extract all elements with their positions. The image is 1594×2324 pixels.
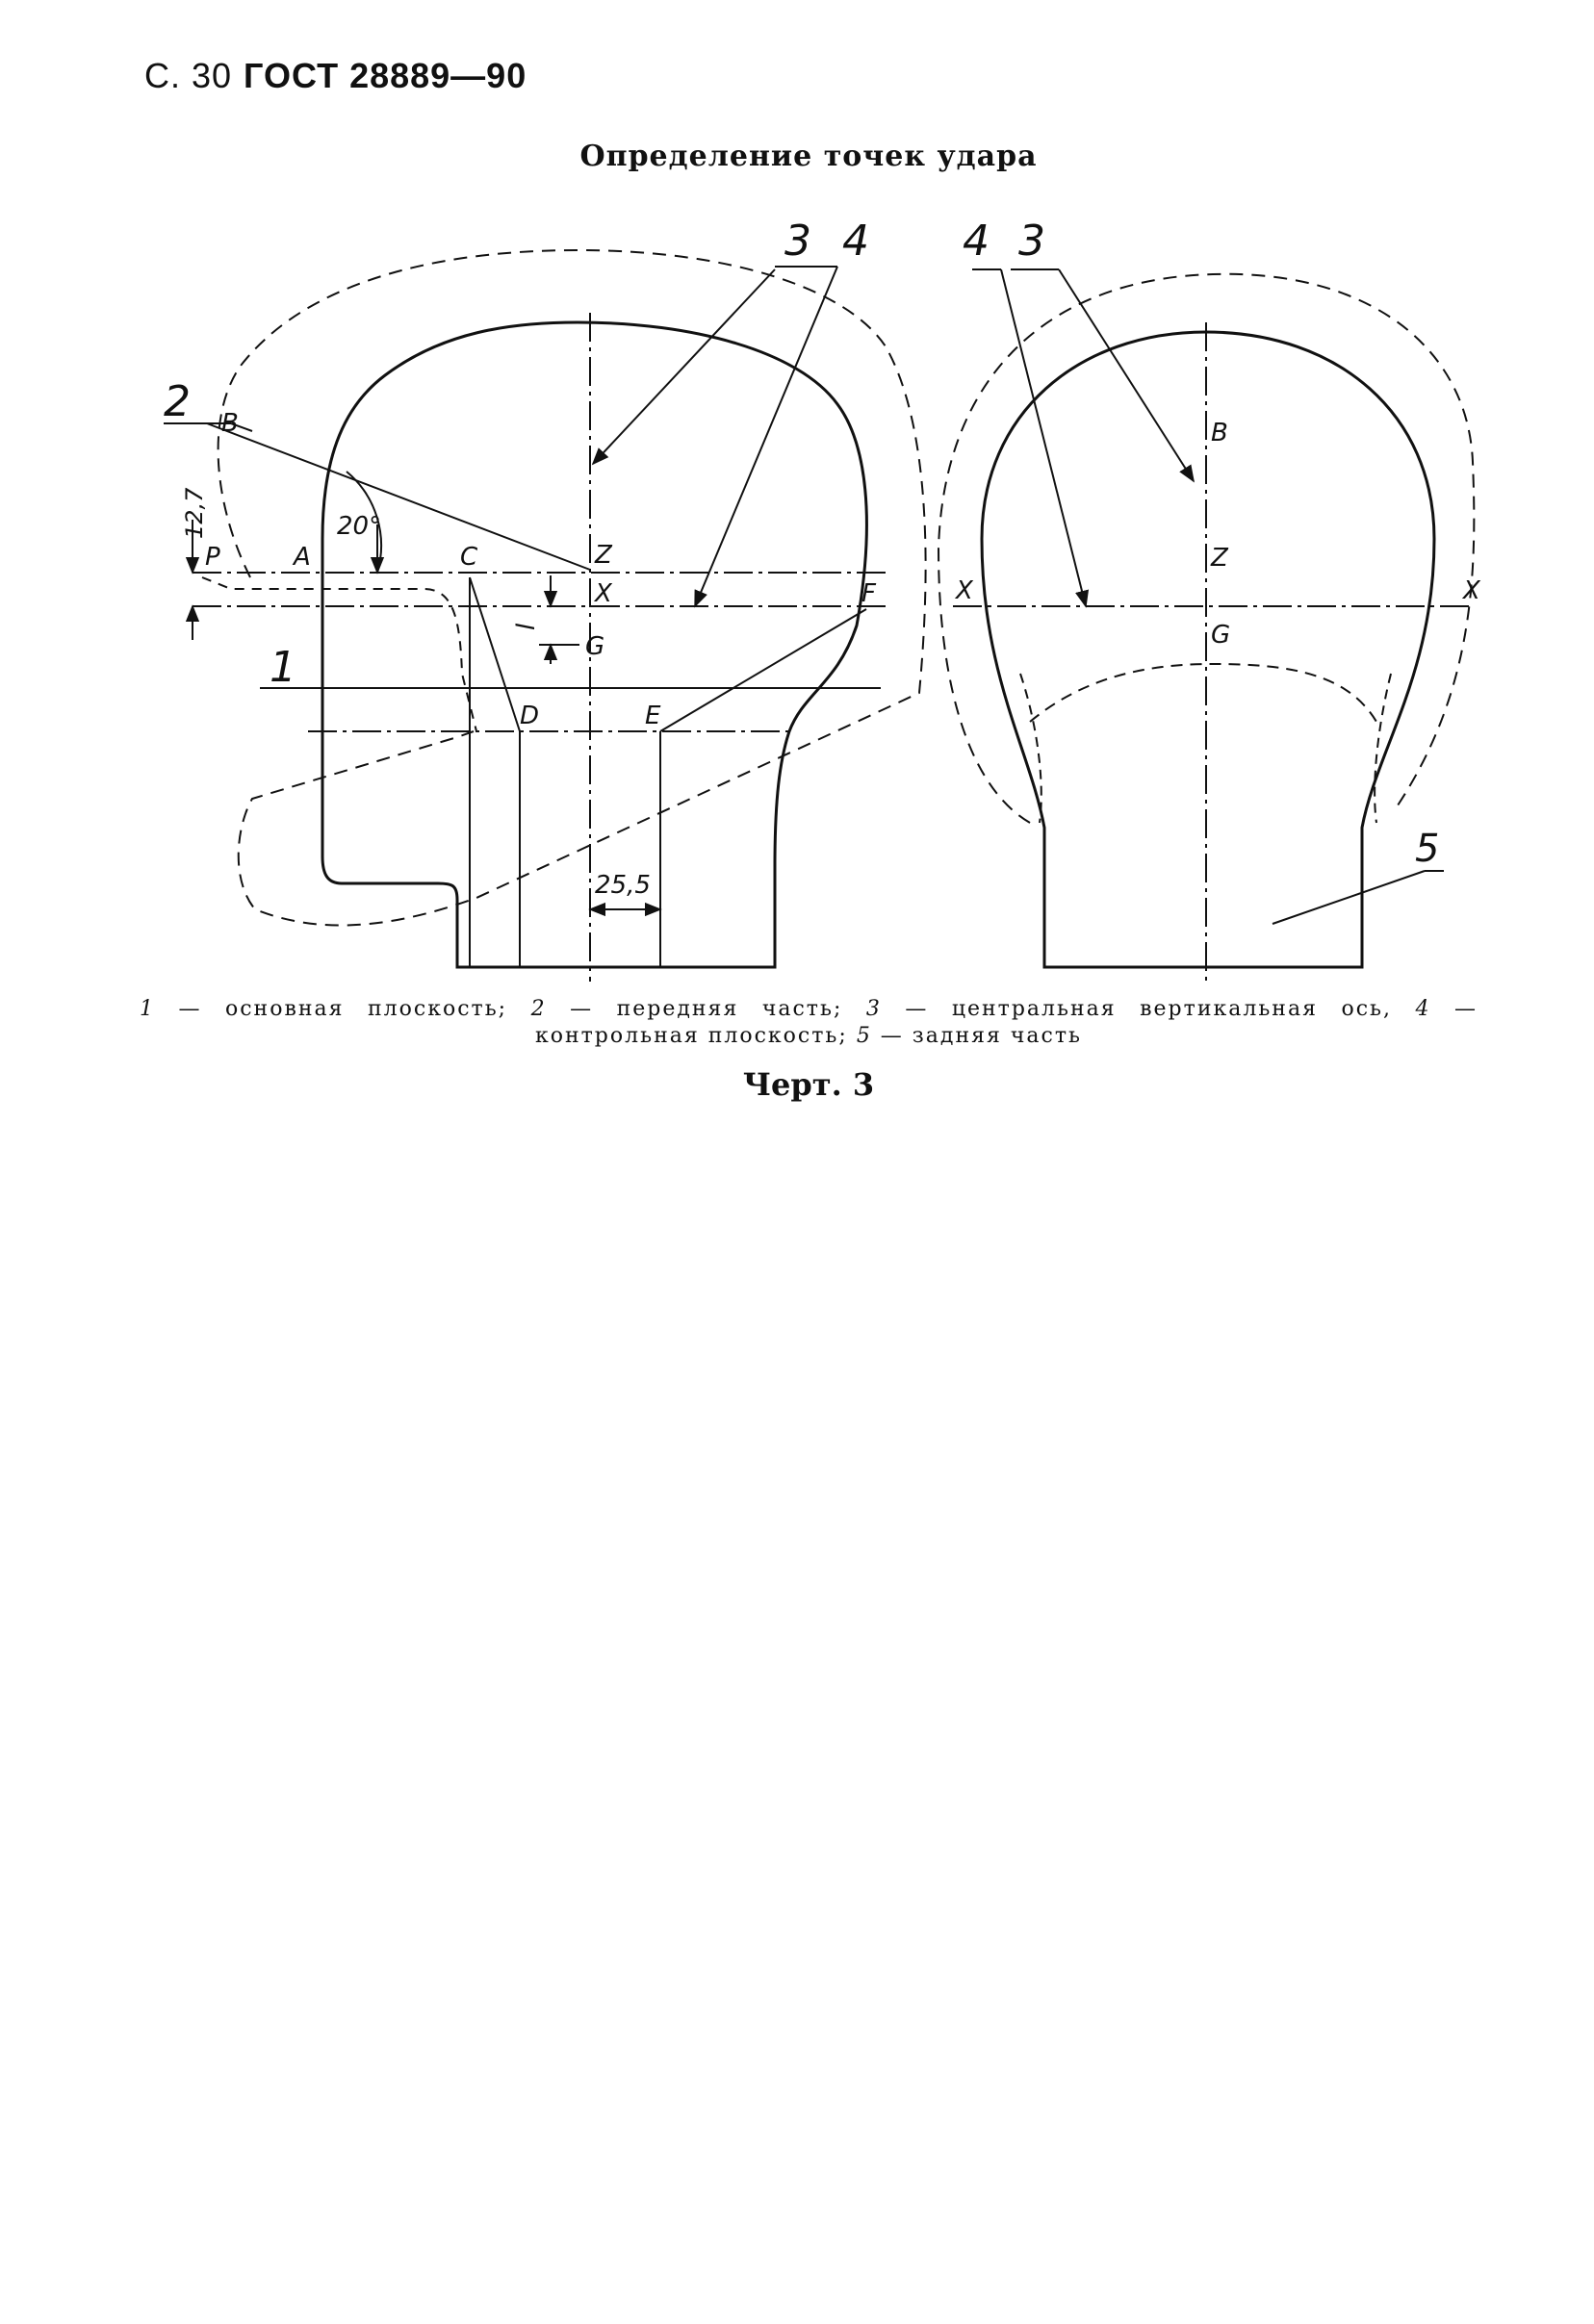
technical-drawing: 2 1 3 4 B P A C Z X G F D E 12,7 20° l 2… bbox=[164, 217, 1481, 986]
right-callout-3: 3 bbox=[1018, 217, 1045, 266]
left-helmet-visor bbox=[201, 576, 477, 732]
label-A: A bbox=[292, 543, 311, 572]
legend-num-4: 4 bbox=[1415, 997, 1431, 1021]
callout-3: 3 bbox=[784, 217, 811, 266]
right-label-X-left: X bbox=[954, 576, 974, 605]
label-P: P bbox=[205, 543, 220, 572]
dim-l: l bbox=[512, 623, 541, 630]
legend: 1 — основная плоскость; 2 — передняя час… bbox=[140, 996, 1478, 1050]
callout-4: 4 bbox=[842, 217, 869, 266]
legend-text-4: — bbox=[1430, 997, 1478, 1021]
right-helmet-outline bbox=[937, 272, 1476, 824]
legend-line-1: 1 — основная плоскость; 2 — передняя час… bbox=[140, 996, 1478, 1023]
right-view-labels: 4 3 5 B Z G X X bbox=[954, 217, 1481, 871]
left-view-labels: 2 1 3 4 B P A C Z X G F D E 12,7 20° l 2… bbox=[164, 217, 877, 900]
page-header: С. 30 ГОСТ 28889—90 bbox=[144, 56, 527, 96]
standard-number: ГОСТ 28889—90 bbox=[244, 56, 527, 95]
drawing-title: Определение точек удара bbox=[579, 140, 1038, 173]
label-G: G bbox=[585, 632, 604, 661]
dim-25-5: 25,5 bbox=[595, 871, 651, 900]
page-number: С. 30 bbox=[144, 56, 233, 95]
label-D: D bbox=[520, 702, 539, 730]
legend-text-4b: контрольная плоскость; bbox=[534, 1024, 857, 1048]
right-label-Z: Z bbox=[1210, 544, 1229, 573]
right-label-G: G bbox=[1211, 621, 1230, 650]
label-X: X bbox=[593, 579, 613, 608]
right-callout-4: 4 bbox=[963, 217, 990, 266]
label-C: C bbox=[460, 543, 478, 572]
legend-num-1: 1 bbox=[140, 997, 155, 1021]
right-callout-5: 5 bbox=[1415, 827, 1439, 871]
left-helmet-outline bbox=[217, 248, 927, 927]
dim-20-deg: 20° bbox=[337, 512, 381, 541]
label-Z: Z bbox=[594, 541, 613, 570]
right-helmet-visor bbox=[1029, 662, 1377, 723]
right-head-view bbox=[937, 268, 1476, 986]
left-head-view bbox=[164, 248, 927, 982]
figure-caption: Черт. 3 bbox=[742, 1066, 875, 1103]
callout-2: 2 bbox=[164, 377, 191, 426]
legend-num-5: 5 bbox=[856, 1024, 872, 1048]
dim-12-7: 12,7 bbox=[181, 487, 208, 539]
label-F: F bbox=[861, 579, 877, 608]
legend-text-2: — передняя часть; bbox=[546, 997, 866, 1021]
right-head-outline bbox=[980, 330, 1436, 969]
legend-text-5: — задняя часть bbox=[871, 1024, 1083, 1048]
legend-num-3: 3 bbox=[865, 997, 882, 1021]
right-label-B: B bbox=[1211, 419, 1228, 447]
legend-num-2: 2 bbox=[530, 997, 547, 1021]
label-B: B bbox=[221, 409, 239, 438]
callout-1: 1 bbox=[270, 643, 296, 692]
legend-line-2: контрольная плоскость; 5 — задняя часть bbox=[140, 1023, 1478, 1050]
label-E: E bbox=[645, 702, 661, 730]
legend-text-1: — основная плоскость; bbox=[155, 997, 531, 1021]
left-head-profile bbox=[321, 320, 868, 969]
legend-text-3: — центральная вертикальная ось, bbox=[881, 997, 1416, 1021]
right-label-X-right: X bbox=[1461, 576, 1481, 605]
